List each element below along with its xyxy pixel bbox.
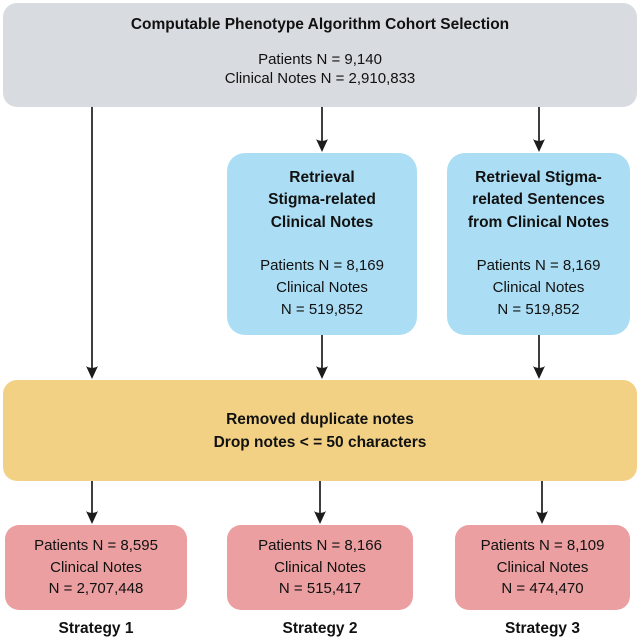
stat-line: Clinical Notes (276, 278, 368, 296)
stat-line: Patients N = 8,595 (34, 537, 158, 555)
filter-line: Drop notes < = 50 characters (213, 433, 427, 451)
title-line: Retrieval Stigma- (475, 169, 602, 187)
stat-line: Clinical Notes (50, 558, 142, 576)
stat-line: Patients N = 8,166 (258, 537, 382, 555)
node-cohort-selection: Computable Phenotype Algorithm Cohort Se… (3, 3, 637, 107)
title-line: Retrieval (289, 169, 355, 187)
title-line: from Clinical Notes (467, 213, 610, 231)
retrieval-notes-stats: Patients N = 8,169 Clinical Notes N = 51… (260, 255, 384, 321)
node-retrieval-stigma-sentences: Retrieval Stigma- related Sentences from… (447, 153, 630, 335)
title-line: related Sentences (472, 191, 605, 209)
cohort-stats: Patients N = 9,140 Clinical Notes N = 2,… (3, 51, 637, 88)
stat-line: N = 515,417 (278, 580, 362, 598)
node-result-strategy3: Patients N = 8,109 Clinical Notes N = 47… (455, 525, 630, 610)
strategy1-label: Strategy 1 (58, 620, 134, 637)
node-filter-duplicates: Removed duplicate notes Drop notes < = 5… (3, 380, 637, 481)
strategy3-label: Strategy 3 (505, 620, 580, 637)
retrieval-notes-title: Retrieval Stigma-related Clinical Notes (268, 167, 376, 234)
stat-line: Patients N = 8,169 (476, 256, 601, 274)
strategy2-label: Strategy 2 (282, 620, 358, 637)
node-result-strategy1: Patients N = 8,595 Clinical Notes N = 2,… (5, 525, 187, 610)
stat-line: Clinical Notes (492, 278, 585, 296)
node-result-strategy2: Patients N = 8,166 Clinical Notes N = 51… (227, 525, 413, 610)
retrieval-sentences-title: Retrieval Stigma- related Sentences from… (468, 167, 609, 234)
title-line: Stigma-related (268, 191, 376, 209)
node-retrieval-stigma-notes: Retrieval Stigma-related Clinical Notes … (227, 153, 417, 335)
stat-line: Patients N = 8,109 (480, 537, 605, 555)
retrieval-sentences-stats: Patients N = 8,169 Clinical Notes N = 51… (477, 255, 601, 321)
stat-line: N = 519,852 (497, 300, 580, 318)
stat-line: Patients N = 8,169 (260, 256, 384, 274)
stat-line: N = 2,707,448 (48, 580, 144, 598)
title-line: Clinical Notes (270, 213, 374, 231)
stat-line: Clinical Notes (274, 558, 366, 576)
cohort-notes-count: Clinical Notes N = 2,910,833 (224, 69, 416, 87)
stat-line: N = 474,470 (501, 580, 584, 598)
stat-line: Clinical Notes (496, 558, 589, 576)
filter-line: Removed duplicate notes (226, 410, 414, 428)
cohort-title: Computable Phenotype Algorithm Cohort Se… (130, 16, 510, 33)
cohort-patients-count: Patients N = 9,140 (258, 51, 382, 68)
stat-line: N = 519,852 (280, 300, 364, 318)
